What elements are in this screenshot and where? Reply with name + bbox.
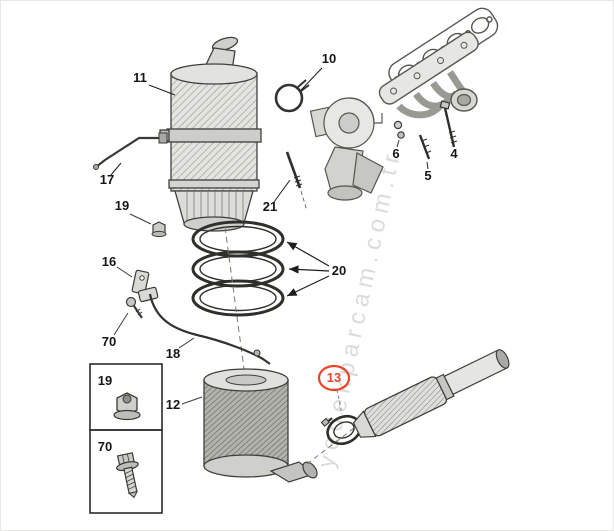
- legend-nut-drawing: [113, 392, 141, 421]
- nut-drawing: [129, 213, 167, 238]
- exhaust-manifold-drawing: [378, 31, 479, 119]
- seal-rings-drawing: [191, 220, 285, 317]
- manifold-bolt-drawing: [439, 100, 458, 148]
- part-label-10: 10: [322, 51, 336, 66]
- particulate-filter-drawing: [181, 368, 318, 483]
- screw-drawing: [113, 296, 143, 336]
- turbocharger-drawing: [309, 97, 384, 201]
- callout-arrows-20: [286, 241, 330, 297]
- pressure-line-drawing: [148, 293, 271, 365]
- manifold-nut-drawing: [393, 120, 405, 148]
- legend-label-70: 70: [98, 439, 112, 454]
- part-label-12: 12: [166, 397, 180, 412]
- part-label-18: 18: [166, 346, 180, 361]
- legend-boxes: [89, 363, 163, 514]
- part-label-19: 19: [115, 198, 129, 213]
- part-label-6: 6: [392, 146, 399, 161]
- catalytic-converter-drawing: [159, 36, 262, 232]
- part-label-11: 11: [133, 70, 147, 85]
- part-label-17: 17: [100, 172, 114, 187]
- highlight-circle-13: [317, 364, 351, 415]
- part-label-13-highlighted: 13: [327, 370, 341, 385]
- exhaust-flex-pipe-drawing: [352, 349, 510, 438]
- part-label-70: 70: [102, 334, 116, 349]
- mounting-stud-drawing: [285, 151, 308, 212]
- legend-screw-drawing: [116, 452, 139, 499]
- manifold-stud-drawing: [418, 134, 432, 170]
- leader-lines: [110, 67, 323, 203]
- legend-label-19: 19: [98, 373, 112, 388]
- part-label-21: 21: [263, 199, 277, 214]
- sensor-line-drawing: [93, 132, 168, 170]
- turbo-clamp-drawing: [274, 79, 310, 113]
- support-bracket-drawing: [116, 266, 159, 303]
- part-label-5: 5: [424, 168, 431, 183]
- part-label-20: 20: [332, 263, 346, 278]
- assembly-axis: [224, 226, 245, 370]
- part-label-16: 16: [102, 254, 116, 269]
- part-label-4: 4: [450, 146, 458, 161]
